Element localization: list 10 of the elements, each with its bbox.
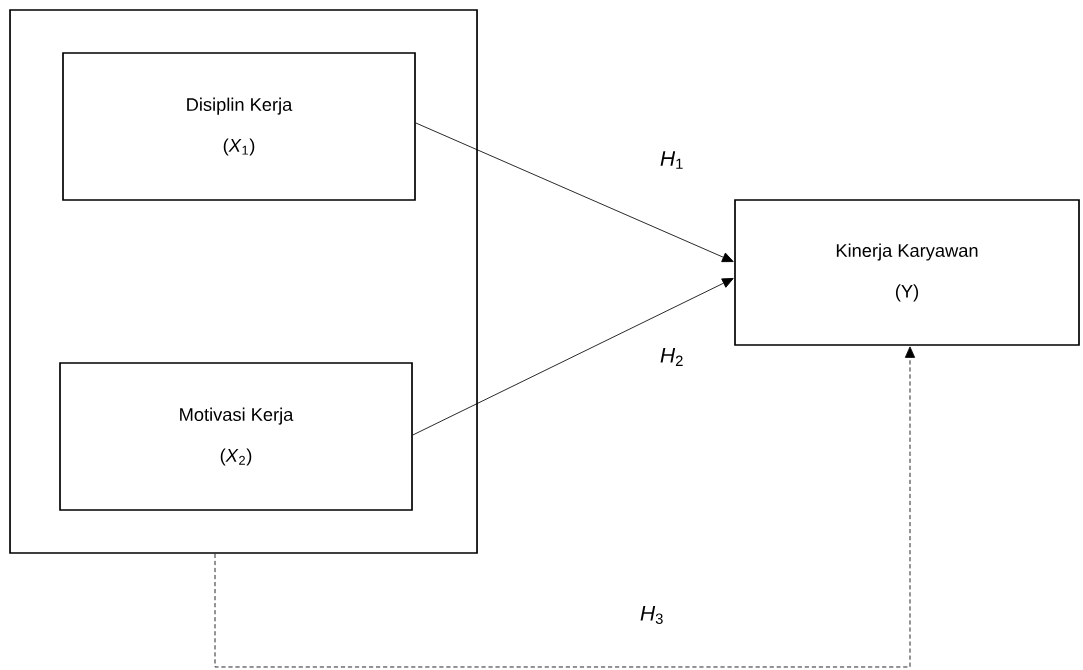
edge-label: H$_{2}$	[658, 346, 686, 368]
variable-box: Kinerja Karyawan (Y)	[734, 199, 1080, 346]
arrow	[214, 346, 916, 668]
arrow	[415, 122, 734, 263]
variable-box: Disiplin Kerja (X$_{1}$)	[62, 52, 416, 201]
variable-box: Motivasi Kerja (X$_{2}$)	[59, 362, 413, 511]
edge-label: H$_{3}$	[638, 604, 666, 626]
edge-label: H$_{1}$	[658, 149, 686, 171]
arrow	[412, 278, 734, 436]
group-box	[9, 9, 478, 554]
